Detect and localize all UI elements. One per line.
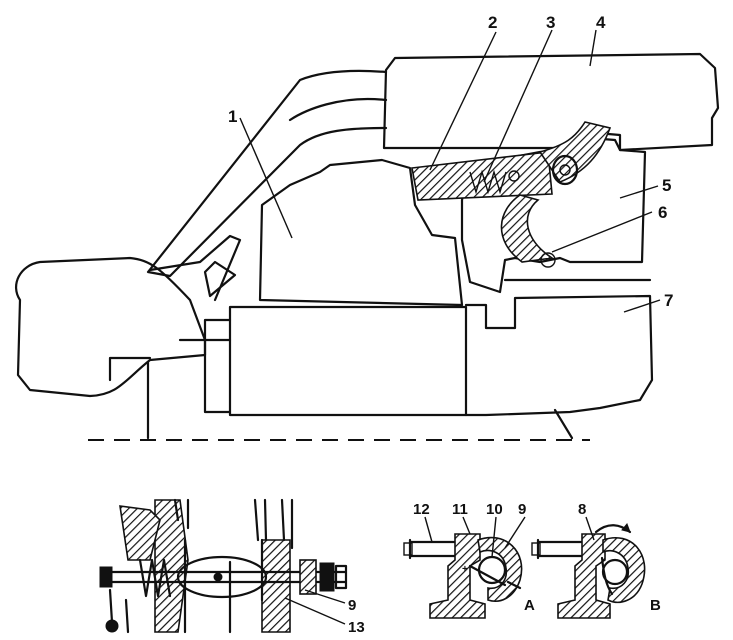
svg-text:+: + [462,564,468,575]
air-cleaner-outline [382,52,720,152]
callout-12: 12 [413,501,430,518]
valve-spring [138,558,172,598]
callout-7: 7 [664,291,673,310]
callout-9-left: 9 [348,597,356,614]
callout-11: 11 [452,501,468,518]
callout-4: 4 [596,13,606,32]
callout-1: 1 [228,107,237,126]
breather-tube [411,151,553,201]
view-label-b: B [650,597,661,614]
valve-section-detail: 9 13 [99,498,365,636]
lever-knob [105,619,119,633]
exhaust-manifold [14,256,207,398]
engine-side-view: 1 2 3 4 5 6 7 [14,13,720,441]
view-label-a: A [524,597,535,614]
callout-5: 5 [662,176,671,195]
callout-2: 2 [488,13,497,32]
callout-3: 3 [546,13,555,32]
breather-spring [469,169,507,195]
callout-13: 13 [348,619,365,636]
crankcase-outline [228,305,468,417]
valve-butterfly [176,555,268,599]
callout-10: 10 [486,501,503,518]
callout-9-right: 9 [518,501,526,518]
valve-detail-b: 8 B [531,501,661,619]
cylinder-head-outline [258,158,464,307]
breather-elbow [538,121,612,183]
oil-return-pipe [500,194,555,263]
callout-6: 6 [658,203,667,222]
valve-detail-a: + 12 11 10 9 A [403,501,535,619]
callout-8: 8 [578,501,586,518]
air-intake-duct [146,69,388,278]
